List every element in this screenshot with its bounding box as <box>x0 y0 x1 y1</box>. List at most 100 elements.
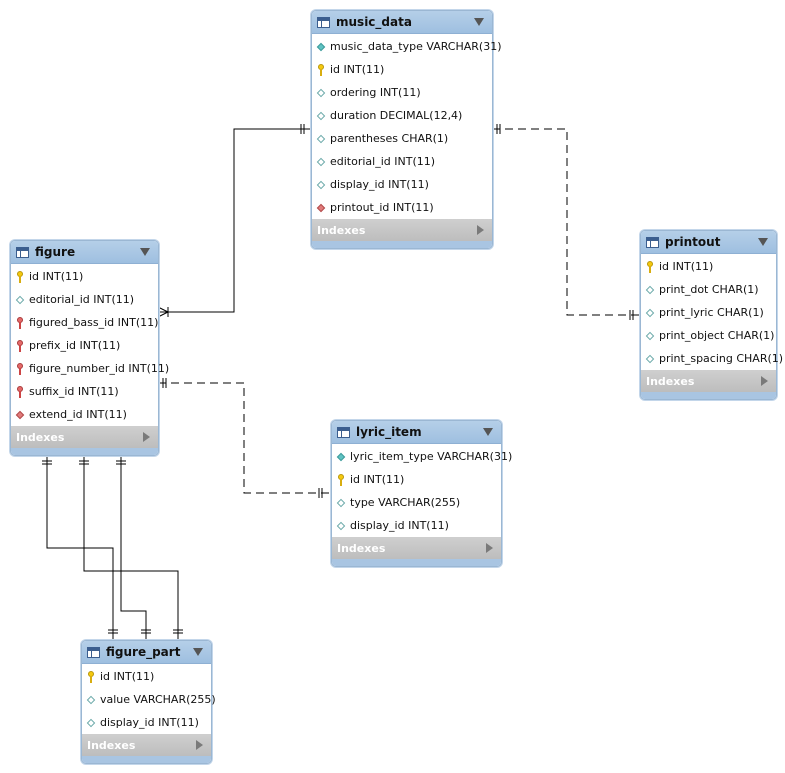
diamond-icon <box>316 87 326 99</box>
column-row: type VARCHAR(255) <box>332 491 501 514</box>
table-name: printout <box>665 235 721 249</box>
diamond-icon <box>645 307 655 319</box>
relationship-figure-music-data <box>158 128 312 313</box>
indexes-section[interactable]: Indexes <box>641 370 776 392</box>
column-row: lyric_item_type VARCHAR(31) <box>332 445 512 468</box>
diamond-filled-icon <box>316 41 326 53</box>
primary-key-icon <box>336 473 346 486</box>
primary-key-icon <box>316 63 326 76</box>
diamond-icon <box>316 179 326 191</box>
primary-key-icon <box>86 670 96 683</box>
table-figure-part[interactable]: figure_part id INT(11) value VARCHAR(255… <box>81 640 216 764</box>
table-header[interactable]: music_data <box>312 11 492 34</box>
diamond-icon <box>316 110 326 122</box>
foreign-key-diamond-icon <box>316 202 326 214</box>
collapse-arrow-icon[interactable] <box>193 648 203 656</box>
column-row: display_id INT(11) <box>312 173 492 196</box>
indexes-section[interactable]: Indexes <box>11 426 158 448</box>
table-footer <box>641 392 776 399</box>
column-row: ordering INT(11) <box>312 81 492 104</box>
column-row: value VARCHAR(255) <box>82 688 216 711</box>
table-footer <box>11 448 158 455</box>
diamond-icon <box>316 156 326 168</box>
column-row: music_data_type VARCHAR(31) <box>312 35 502 58</box>
collapse-arrow-icon[interactable] <box>483 428 493 436</box>
diamond-icon <box>15 294 25 306</box>
column-row: parentheses CHAR(1) <box>312 127 492 150</box>
indexes-section[interactable]: Indexes <box>82 734 211 756</box>
indexes-section[interactable]: Indexes <box>312 219 492 241</box>
column-row: id INT(11) <box>312 58 492 81</box>
expand-arrow-icon[interactable] <box>761 376 768 386</box>
table-icon <box>317 16 330 28</box>
foreign-key-icon <box>15 362 25 375</box>
column-row: print_spacing CHAR(1) <box>641 347 783 370</box>
relationship-music-data-printout <box>492 128 640 316</box>
relationship-figure-figure-part-3 <box>120 456 147 640</box>
collapse-arrow-icon[interactable] <box>474 18 484 26</box>
column-row: extend_id INT(11) <box>11 403 158 426</box>
collapse-arrow-icon[interactable] <box>140 248 150 256</box>
diamond-filled-icon <box>336 451 346 463</box>
table-icon <box>646 236 659 248</box>
table-footer <box>332 559 501 566</box>
expand-arrow-icon[interactable] <box>477 225 484 235</box>
diamond-icon <box>336 520 346 532</box>
column-row: prefix_id INT(11) <box>11 334 158 357</box>
column-row: duration DECIMAL(12,4) <box>312 104 492 127</box>
column-row: print_lyric CHAR(1) <box>641 301 776 324</box>
table-name: figure_part <box>106 645 181 659</box>
diamond-icon <box>645 284 655 296</box>
table-header[interactable]: printout <box>641 231 776 254</box>
column-row: print_dot CHAR(1) <box>641 278 776 301</box>
column-row: id INT(11) <box>332 468 501 491</box>
indexes-section[interactable]: Indexes <box>332 537 501 559</box>
table-printout[interactable]: printout id INT(11) print_dot CHAR(1) pr… <box>640 230 783 400</box>
diamond-icon <box>336 497 346 509</box>
table-header[interactable]: figure <box>11 241 158 264</box>
table-footer <box>312 241 492 248</box>
diamond-icon <box>645 330 655 342</box>
expand-arrow-icon[interactable] <box>143 432 150 442</box>
column-row: suffix_id INT(11) <box>11 380 158 403</box>
relationship-figure-figure-part-2 <box>83 456 179 640</box>
diamond-icon <box>86 717 96 729</box>
table-icon <box>337 426 350 438</box>
table-icon <box>87 646 100 658</box>
foreign-key-diamond-icon <box>15 409 25 421</box>
table-footer <box>82 756 211 763</box>
table-name: figure <box>35 245 76 259</box>
primary-key-icon <box>15 270 25 283</box>
diamond-icon <box>86 694 96 706</box>
column-row: display_id INT(11) <box>332 514 501 537</box>
diamond-icon <box>316 133 326 145</box>
expand-arrow-icon[interactable] <box>196 740 203 750</box>
foreign-key-icon <box>15 339 25 352</box>
table-music-data[interactable]: music_data music_data_type VARCHAR(31) i… <box>311 10 502 249</box>
table-icon <box>16 246 29 258</box>
table-figure[interactable]: figure id INT(11) editorial_id INT(11) f… <box>10 240 169 456</box>
column-row: display_id INT(11) <box>82 711 211 734</box>
column-row: id INT(11) <box>641 255 776 278</box>
expand-arrow-icon[interactable] <box>486 543 493 553</box>
diamond-icon <box>645 353 655 365</box>
column-row: figured_bass_id INT(11) <box>11 311 158 334</box>
relationship-figure-figure-part-1 <box>46 456 114 640</box>
column-row: editorial_id INT(11) <box>11 288 158 311</box>
relationship-figure-lyric-item <box>158 382 331 494</box>
column-row: printout_id INT(11) <box>312 196 492 219</box>
table-name: music_data <box>336 15 412 29</box>
column-row: figure_number_id INT(11) <box>11 357 169 380</box>
column-row: print_object CHAR(1) <box>641 324 776 347</box>
column-row: id INT(11) <box>11 265 158 288</box>
primary-key-icon <box>645 260 655 273</box>
table-header[interactable]: lyric_item <box>332 421 501 444</box>
table-name: lyric_item <box>356 425 422 439</box>
foreign-key-icon <box>15 316 25 329</box>
table-lyric-item[interactable]: lyric_item lyric_item_type VARCHAR(31) i… <box>331 420 512 567</box>
collapse-arrow-icon[interactable] <box>758 238 768 246</box>
foreign-key-icon <box>15 385 25 398</box>
column-row: id INT(11) <box>82 665 211 688</box>
table-header[interactable]: figure_part <box>82 641 211 664</box>
